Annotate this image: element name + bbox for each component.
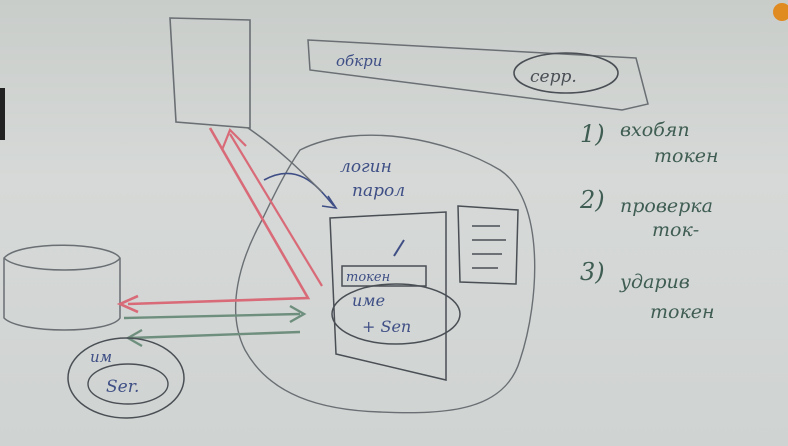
client-store-outer <box>67 337 185 419</box>
client-store-name: им <box>90 348 112 366</box>
board-edge-clip <box>0 88 5 140</box>
step-3-text-2: токен <box>650 301 715 323</box>
client-blob <box>234 134 536 414</box>
banner-label: обкри <box>336 52 382 70</box>
database-cylinder <box>3 244 121 331</box>
step-2-text-2: ток- <box>652 219 699 241</box>
step-2-number: 2) <box>579 186 605 214</box>
red-arrow-up <box>229 133 323 287</box>
server-link <box>247 127 323 193</box>
login-arrow <box>263 172 335 207</box>
password-label: парол <box>352 181 405 201</box>
red-arrowhead-up <box>220 128 247 151</box>
step-1-text-2: токен <box>654 145 719 167</box>
name-sen-ellipse <box>331 283 461 345</box>
banner-bubble-label: серр. <box>530 67 577 87</box>
red-arrowhead-left <box>116 294 139 314</box>
browser-box <box>329 211 447 381</box>
banner-bubble <box>513 52 619 94</box>
step-2-text: проверка <box>620 195 713 217</box>
document-lines <box>472 225 506 269</box>
marker-cap-icon <box>773 3 788 21</box>
green-arrow-left <box>129 330 301 340</box>
document-icon <box>457 205 519 285</box>
green-arrowhead-right <box>289 304 307 324</box>
blue-arrow-small <box>393 239 405 257</box>
client-store-ser: Ser. <box>106 377 139 397</box>
token-box <box>341 265 427 287</box>
step-1-number: 1) <box>580 120 605 148</box>
red-arrow-down <box>127 127 311 306</box>
login-arrowhead <box>321 195 338 210</box>
login-label: логин <box>340 157 392 177</box>
step-1-text: вхобяп <box>620 119 690 141</box>
step-3-number: 3) <box>580 258 605 286</box>
step-3-text: ударив <box>619 271 690 293</box>
token-label: токен <box>346 270 390 285</box>
page-banner <box>307 39 649 111</box>
sen-label: + Sen <box>362 317 411 336</box>
green-arrow-right <box>123 312 301 320</box>
database-top <box>3 257 121 271</box>
server-box <box>169 17 251 129</box>
client-store-inner <box>87 363 169 405</box>
name-label: име <box>352 291 385 310</box>
steps-list: 1) вхобяп токен 2) проверка ток- 3) удар… <box>579 119 719 323</box>
